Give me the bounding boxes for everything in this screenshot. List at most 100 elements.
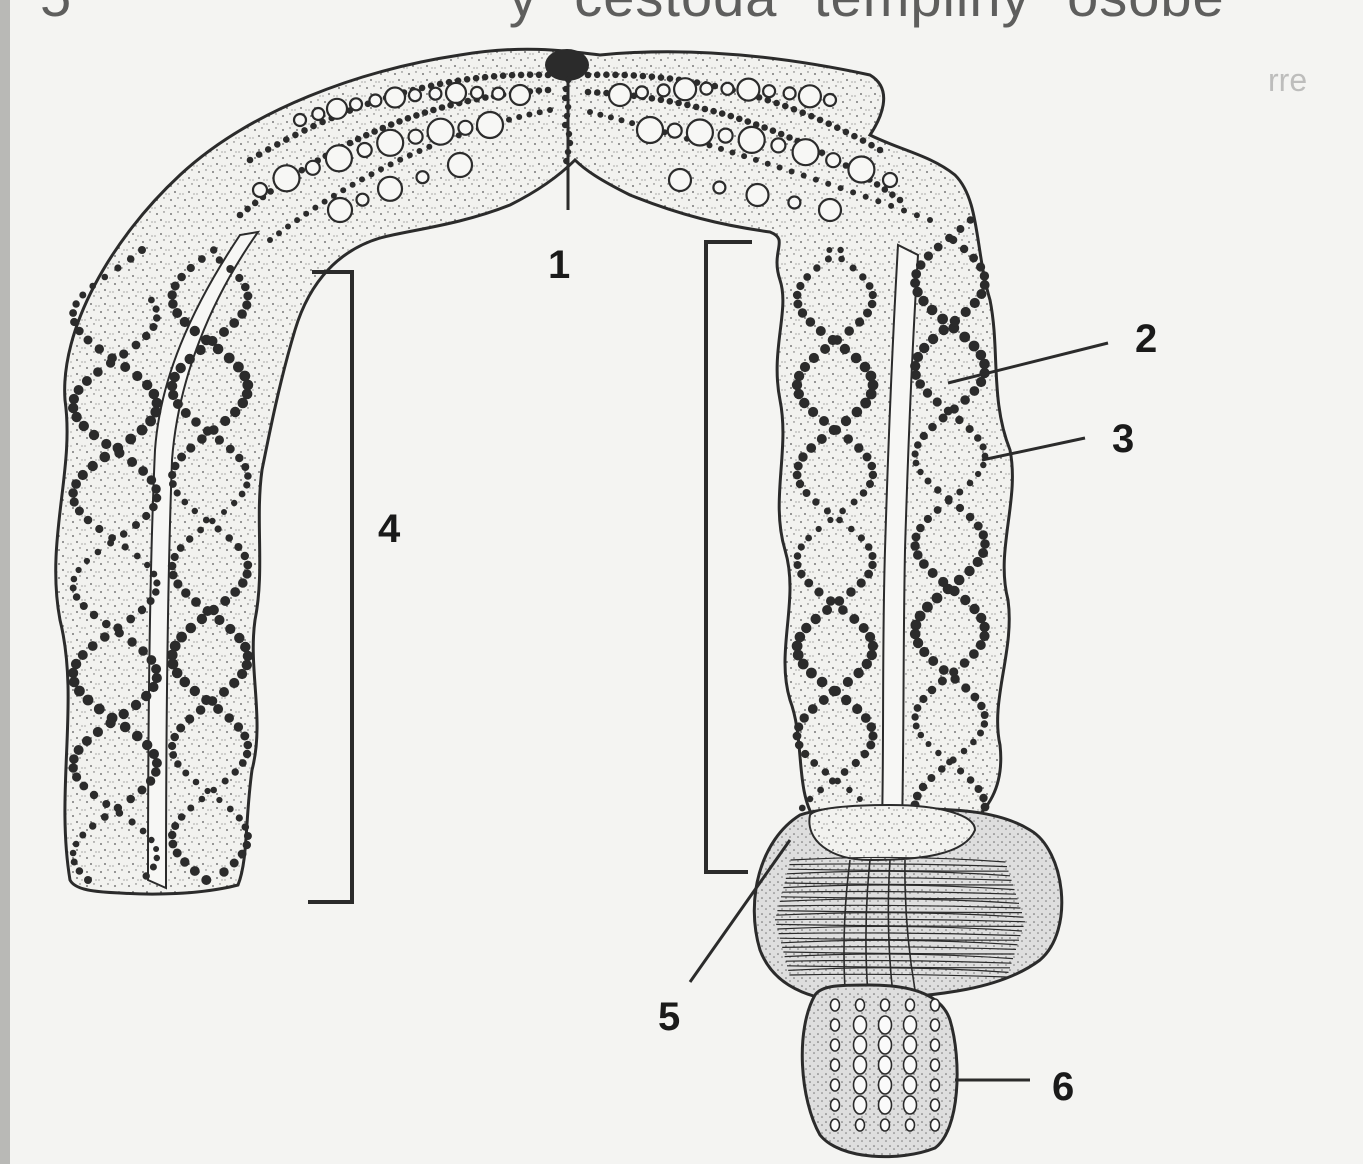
bead (187, 264, 195, 272)
bead (967, 776, 975, 784)
bead (458, 121, 472, 135)
egg-vesicle (931, 1019, 940, 1031)
bead (310, 123, 317, 130)
bead (147, 475, 157, 485)
bead (840, 344, 850, 354)
bead (171, 553, 179, 561)
bead (71, 576, 78, 583)
egg-vesicle (881, 999, 890, 1011)
bead (803, 273, 811, 281)
bead (181, 408, 191, 418)
bead (171, 282, 180, 291)
bead (243, 569, 252, 578)
bead (76, 867, 84, 875)
label-2: 2 (1135, 317, 1157, 361)
bead (191, 417, 201, 427)
bead (176, 632, 187, 643)
bead (244, 741, 253, 750)
bead (883, 173, 897, 187)
bead (667, 75, 674, 82)
bead (378, 177, 402, 201)
bead (168, 831, 176, 839)
bead (465, 98, 472, 105)
bead (224, 353, 235, 364)
bead (132, 341, 141, 350)
bead (794, 722, 803, 731)
bead (741, 153, 747, 159)
bead (851, 133, 858, 140)
bead (960, 658, 970, 668)
bead (119, 709, 129, 719)
bead (236, 814, 243, 821)
bead (585, 89, 592, 96)
bead (803, 489, 811, 497)
bead (804, 579, 813, 588)
egg-vesicle (854, 1076, 867, 1094)
bead (122, 543, 129, 550)
egg-vesicle (831, 1119, 840, 1131)
bead (934, 486, 941, 493)
bead (826, 596, 835, 605)
bead (127, 255, 135, 263)
bead (747, 184, 769, 206)
bead (326, 145, 352, 171)
bead (79, 832, 86, 839)
bead (116, 809, 124, 817)
bead (224, 713, 234, 723)
egg-vesicle (906, 999, 915, 1011)
bead (229, 678, 239, 688)
bead (798, 308, 807, 317)
bead (621, 72, 628, 79)
bead (619, 117, 625, 123)
bead (874, 181, 881, 188)
bead (153, 579, 160, 586)
bead (976, 262, 985, 271)
bead (78, 650, 88, 660)
bead (975, 785, 983, 793)
bead (303, 211, 309, 217)
bead (256, 151, 263, 158)
bead (138, 786, 147, 795)
head-spot (545, 49, 589, 81)
bead (865, 632, 875, 642)
bead (669, 169, 691, 191)
bead (138, 646, 148, 656)
egg-vesicle (856, 999, 865, 1011)
bead (473, 75, 480, 82)
bead (846, 787, 852, 793)
bead (237, 309, 247, 319)
egg-vesicle (904, 1056, 917, 1074)
bead (928, 568, 938, 578)
label-6: 6 (1052, 1065, 1074, 1109)
bead (933, 397, 942, 406)
bead (761, 124, 768, 131)
bead (74, 686, 85, 697)
bead (147, 597, 155, 605)
bead (214, 615, 224, 625)
bead (710, 108, 717, 115)
bead (859, 623, 869, 633)
bead (149, 389, 160, 400)
bead (969, 649, 979, 659)
bead (855, 317, 864, 326)
bead (792, 380, 802, 390)
bead (850, 189, 856, 195)
bead (919, 559, 929, 569)
bead (826, 247, 832, 253)
bead (869, 291, 877, 299)
bead (718, 146, 724, 152)
bead (186, 623, 197, 634)
bead (970, 298, 980, 308)
bead (934, 506, 942, 514)
bead (152, 673, 162, 683)
bead (976, 640, 986, 650)
bead (170, 733, 179, 742)
bead (838, 256, 845, 263)
bead (213, 704, 223, 714)
bead (860, 362, 871, 373)
bead (794, 462, 803, 471)
bead (138, 466, 148, 476)
bead (219, 327, 229, 337)
bead (841, 695, 851, 705)
bead (168, 742, 176, 750)
